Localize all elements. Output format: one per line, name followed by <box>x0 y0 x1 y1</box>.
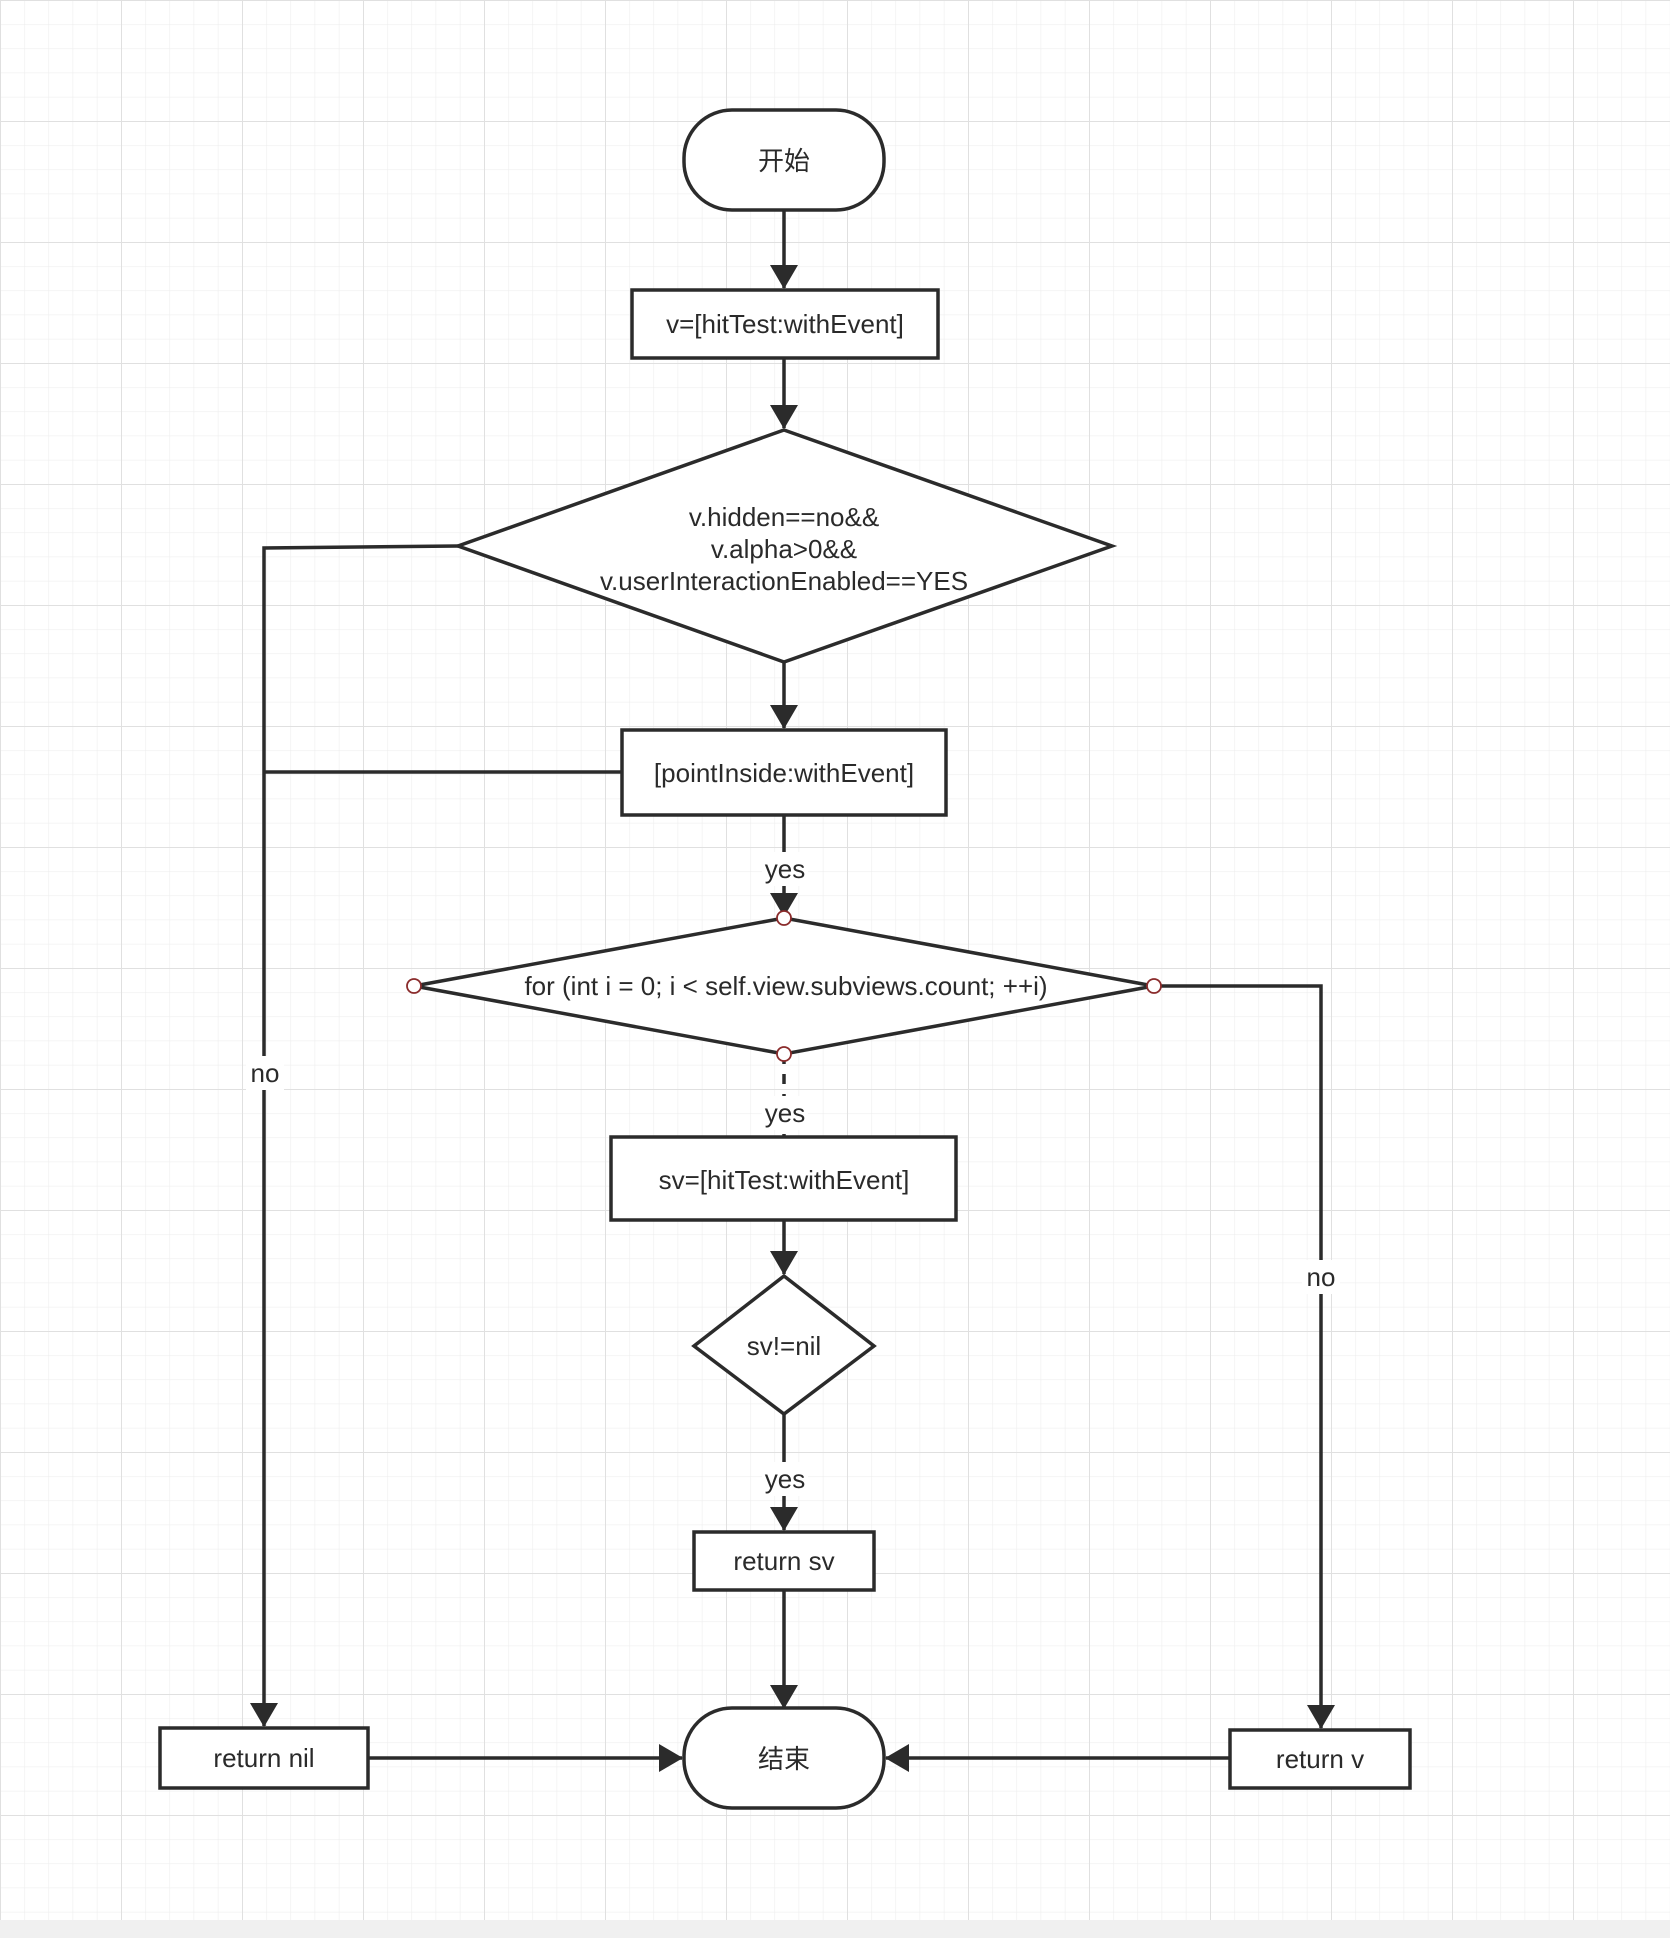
sv-check-node: sv!=nil <box>691 1273 877 1417</box>
visible-check-line-3: v.userInteractionEnabled==YES <box>600 566 968 596</box>
hit-test-node: v=[hitTest:withEvent] <box>630 288 940 360</box>
visible-check-node: v.hidden==no&& v.alpha>0&& v.userInterac… <box>452 428 1118 664</box>
port-bottom <box>776 1046 792 1062</box>
edge-label-left-no: no <box>246 1056 284 1090</box>
sub-hit-test-label: sv=[hitTest:withEvent] <box>659 1165 910 1195</box>
return-v-label: return v <box>1276 1744 1364 1774</box>
return-sv-label: return sv <box>733 1546 834 1576</box>
svg-text:yes: yes <box>765 1098 805 1128</box>
return-v-node: return v <box>1228 1728 1412 1790</box>
sub-hit-test-node: sv=[hitTest:withEvent] <box>609 1135 958 1222</box>
for-loop-label: for (int i = 0; i < self.view.subviews.c… <box>524 971 1047 1001</box>
point-inside-node: [pointInside:withEvent] <box>620 728 948 817</box>
sv-check-label: sv!=nil <box>747 1331 821 1361</box>
hit-test-label: v=[hitTest:withEvent] <box>666 309 904 339</box>
bottom-band <box>0 1920 1670 1938</box>
svg-text:yes: yes <box>765 1464 805 1494</box>
return-nil-label: return nil <box>213 1743 314 1773</box>
edge-label-loop-yes: yes <box>762 1096 808 1130</box>
svg-text:no: no <box>251 1058 280 1088</box>
svg-text:no: no <box>1307 1262 1336 1292</box>
point-inside-label: [pointInside:withEvent] <box>654 758 914 788</box>
edge-label-right-no: no <box>1302 1260 1340 1294</box>
port-top <box>776 910 792 926</box>
edge-visible-no-to-returnnil <box>250 544 459 1727</box>
return-nil-node: return nil <box>158 1726 370 1790</box>
end-label: 结束 <box>758 1744 810 1774</box>
port-right <box>1146 978 1162 994</box>
for-loop-node: for (int i = 0; i < self.view.subviews.c… <box>406 910 1162 1062</box>
visible-check-line-2: v.alpha>0&& <box>711 534 857 564</box>
return-sv-node: return sv <box>692 1530 876 1592</box>
edge-label-sv-yes: yes <box>762 1462 808 1496</box>
visible-check-line-1: v.hidden==no&& <box>689 502 879 532</box>
edge-loop-no-to-returnv <box>1154 984 1335 1729</box>
start-node: 开始 <box>682 108 886 212</box>
start-label: 开始 <box>758 146 810 176</box>
port-left <box>406 978 422 994</box>
svg-text:yes: yes <box>765 854 805 884</box>
end-node: 结束 <box>682 1706 886 1810</box>
edge-label-pointinside-yes: yes <box>762 852 808 886</box>
